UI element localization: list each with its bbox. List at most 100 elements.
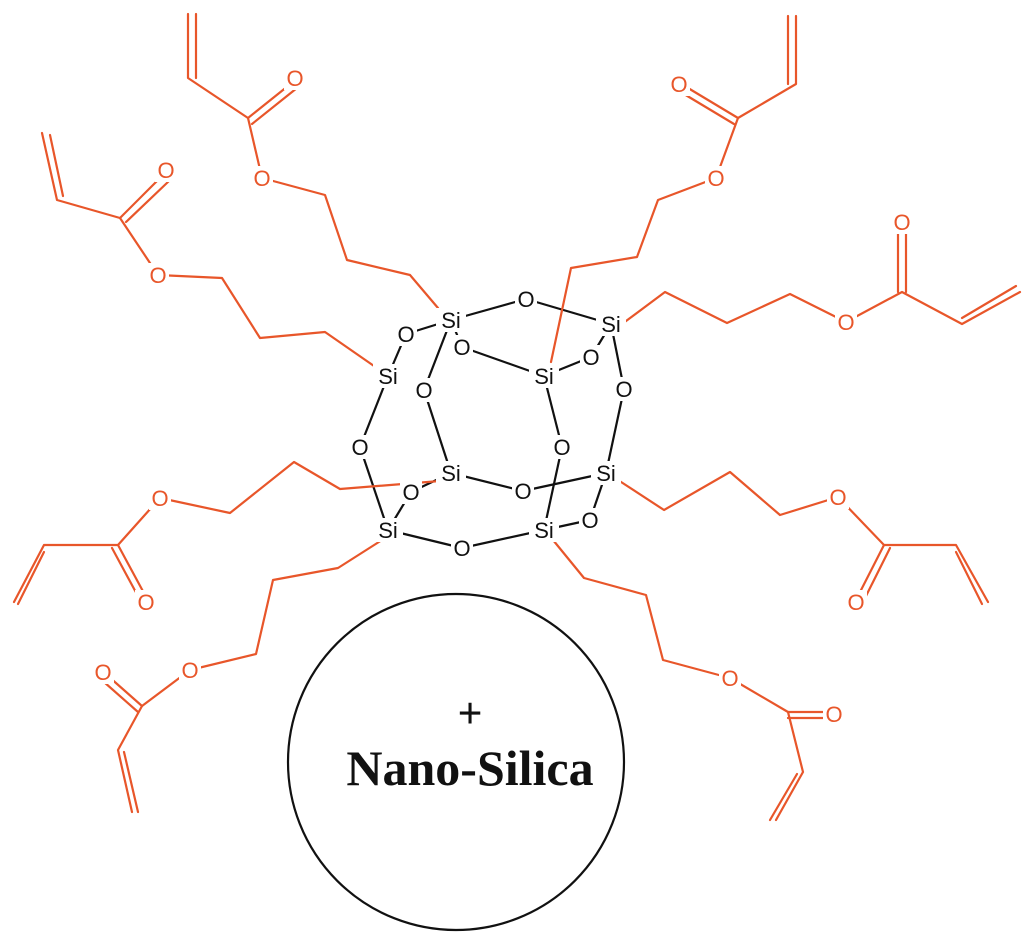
label-mask: [436, 308, 466, 332]
label-mask: [395, 322, 417, 346]
arm-acrylate-3: [714, 14, 798, 180]
acrylate-arms: [12, 12, 1022, 822]
arm-acrylate-8: [728, 676, 805, 822]
carbonyl-bond: [862, 546, 892, 602]
silicon-atom: Si: [441, 461, 461, 486]
silicon-atom: Si: [378, 364, 398, 389]
silicon-atom: Si: [441, 308, 461, 333]
cage-oxygen-atom: O: [581, 508, 598, 533]
label-mask: [719, 666, 741, 690]
label-mask: [580, 345, 602, 369]
arm-chain-2: [156, 273, 376, 368]
carbonyl-bond: [856, 543, 886, 598]
carbonyl-bond: [118, 173, 165, 220]
acrylate-oxygen-atom: O: [151, 486, 168, 511]
si-o-bond: [358, 446, 390, 531]
label-mask: [179, 658, 201, 682]
carbonyl-bond: [124, 179, 171, 224]
silicon-atom: Si: [378, 518, 398, 543]
acrylate-oxygen-atom: O: [847, 590, 864, 615]
arm-chain-6: [616, 470, 840, 517]
label-mask: [579, 508, 601, 532]
label-mask: [373, 518, 403, 542]
arm-chain-4: [620, 290, 848, 326]
acrylate-oxygen-atom: O: [825, 702, 842, 727]
label-mask: [135, 590, 157, 614]
cage-oxygen-atom: O: [351, 435, 368, 460]
acrylate-oxygen-atom: O: [286, 66, 303, 91]
acrylate-oxygen-atom: O: [157, 158, 174, 183]
label-mask: [596, 312, 626, 336]
label-mask: [436, 461, 466, 485]
label-mask: [891, 210, 913, 234]
label-mask: [827, 485, 849, 509]
silicon-atom: Si: [596, 461, 616, 486]
arm-acrylate-5: [12, 496, 162, 604]
label-mask: [591, 461, 621, 485]
arm-chain-1: [260, 176, 440, 310]
acrylate-oxygen-atom: O: [893, 210, 910, 235]
si-o-bond: [542, 446, 564, 531]
si-o-bond: [604, 388, 626, 474]
label-mask: [400, 480, 422, 504]
acrylate-oxygen-atom: O: [670, 72, 687, 97]
acrylate-oxygen-atom: O: [181, 658, 198, 683]
silicon-atom: Si: [601, 312, 621, 337]
si-o-bond: [422, 389, 453, 474]
arm-acrylate-7: [116, 668, 192, 814]
arm-chain-8: [551, 538, 732, 680]
label-mask: [823, 702, 845, 726]
carbonyl-bond: [102, 680, 140, 714]
cage-oxygen-atom: O: [553, 435, 570, 460]
label-mask: [251, 166, 273, 190]
label-mask: [845, 590, 867, 614]
label-mask: [451, 536, 473, 560]
carbonyl-bond: [116, 543, 147, 597]
vinyl-double-bond: [954, 550, 984, 606]
carbonyl-bond: [250, 86, 299, 126]
label-mask: [349, 435, 371, 459]
nano-silica-particle: [286, 592, 626, 932]
label-mask: [551, 435, 573, 459]
label-mask: [668, 72, 690, 96]
acrylate-oxygen-atom: O: [829, 485, 846, 510]
label-mask: [451, 335, 473, 359]
label-mask: [149, 486, 171, 510]
label-mask: [147, 263, 169, 287]
arm-acrylate-1: [186, 12, 264, 180]
nano-silica-label: Nano-Silica: [346, 740, 593, 796]
carbonyl-bond: [686, 86, 740, 120]
label-mask: [512, 479, 534, 503]
vinyl-double-bond: [122, 750, 140, 814]
carbonyl-bond: [682, 92, 736, 126]
arm-acrylate-6: [836, 495, 990, 604]
vinyl-double-bond: [16, 550, 46, 606]
silicon-atom: Si: [534, 364, 554, 389]
carbonyl-bond: [110, 546, 141, 600]
acrylate-oxygen-atom: O: [837, 310, 854, 335]
cage-oxygen-atom: O: [402, 480, 419, 505]
vinyl-double-bond: [768, 772, 799, 822]
label-mask: [413, 378, 435, 402]
arm-chain-5: [158, 460, 442, 515]
label-mask: [613, 377, 635, 401]
cage-oxygen-atom: O: [582, 345, 599, 370]
label-mask: [284, 66, 306, 90]
arm-acrylate-2: [40, 131, 160, 277]
label-mask: [515, 287, 537, 311]
cage-oxygen-atom: O: [514, 479, 531, 504]
acrylate-oxygen-atom: O: [707, 166, 724, 191]
acrylate-oxygen-atom: O: [94, 660, 111, 685]
arm-chain-7: [188, 538, 384, 672]
acrylate-oxygen-atom: O: [721, 666, 738, 691]
label-mask: [92, 660, 114, 684]
cage-oxygen-atom: O: [517, 287, 534, 312]
cage-oxygen-atom: O: [453, 536, 470, 561]
vinyl-double-bond: [48, 133, 65, 198]
silicon-atom: Si: [534, 518, 554, 543]
label-mask: [373, 364, 403, 388]
cage-oxygen-atom: O: [453, 335, 470, 360]
acrylate-oxygen-atom: O: [253, 166, 270, 191]
